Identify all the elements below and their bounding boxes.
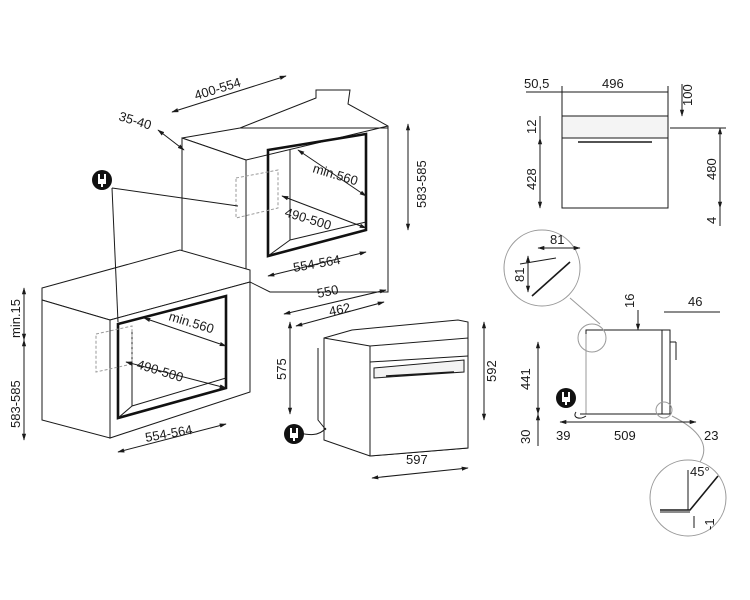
dim-583-585-top: 583-585 — [414, 160, 429, 208]
oven-body — [291, 319, 469, 457]
dim-100: 100 — [680, 84, 695, 106]
dim-583-585-bottom: 583-585 — [8, 380, 23, 428]
oven-front-view — [561, 115, 669, 209]
dim-23: 23 — [704, 428, 718, 443]
dim-400-554: 400-554 — [192, 75, 242, 103]
dim-12: 12 — [524, 120, 539, 134]
plug-pointer-line — [111, 187, 239, 207]
plug-icon — [92, 170, 112, 190]
dimension-lines — [21, 75, 726, 528]
dim-4: 4 — [704, 217, 719, 224]
plug-pointer-line — [111, 187, 119, 323]
dimension-labels: 400-554 35-40 583-585 min.560 490-500 55… — [8, 75, 719, 530]
dim-509: 509 — [614, 428, 636, 443]
plug-icon — [556, 388, 576, 408]
dim-554-564-bottom: 554-564 — [144, 422, 194, 445]
dim-46: 46 — [688, 294, 702, 309]
dim-550: 550 — [316, 282, 340, 301]
dim-35-40: 35-40 — [117, 109, 153, 133]
dim-minus-1: -1 — [702, 518, 717, 530]
dim-480: 480 — [704, 158, 719, 180]
detail-corner-top — [503, 229, 581, 307]
dim-50-5: 50,5 — [524, 76, 549, 91]
dim-592: 592 — [484, 360, 499, 382]
dim-81-vertical: 81 — [512, 268, 527, 282]
dim-81-horizontal: 81 — [550, 232, 564, 247]
dim-min15: min.15 — [8, 299, 23, 338]
dim-597: 597 — [406, 452, 428, 467]
dim-575: 575 — [274, 358, 289, 380]
dim-462: 462 — [328, 300, 352, 319]
tall-cabinet — [181, 89, 389, 293]
dim-45-degrees: 45° — [690, 464, 710, 479]
dim-39: 39 — [556, 428, 570, 443]
dim-428: 428 — [524, 168, 539, 190]
dim-496: 496 — [602, 76, 624, 91]
dim-30: 30 — [518, 430, 533, 444]
dim-441: 441 — [518, 368, 533, 390]
detail-corner-bottom — [649, 459, 727, 537]
plug-icon — [284, 424, 304, 444]
oven-side-view — [569, 297, 705, 463]
dim-16: 16 — [622, 294, 637, 308]
